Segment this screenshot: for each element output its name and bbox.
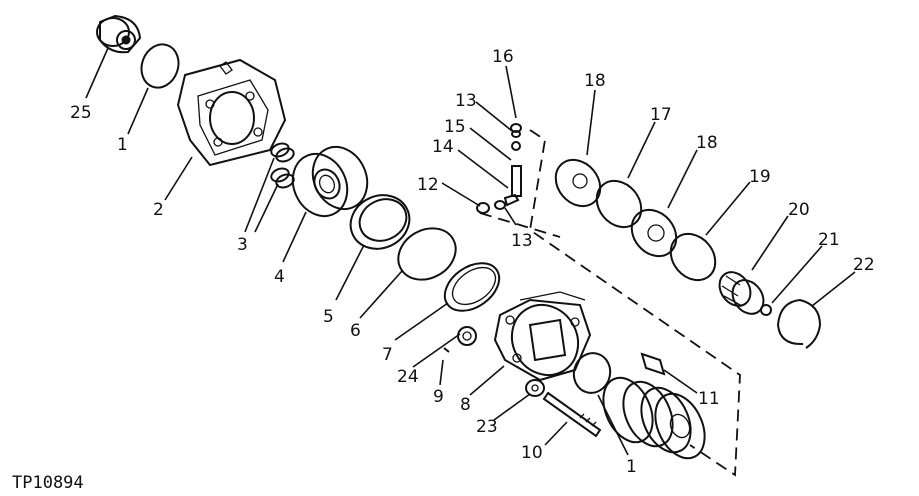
part-4-bearing bbox=[291, 145, 369, 218]
part-1-o-ring-upper bbox=[140, 43, 180, 89]
part-16-cap bbox=[510, 123, 522, 151]
callout-5: 5 bbox=[323, 307, 334, 327]
callout-25: 25 bbox=[70, 103, 92, 123]
leader-lines bbox=[85, 47, 856, 456]
part-18-splined-plate-a bbox=[554, 158, 602, 208]
part-7-ring bbox=[443, 262, 501, 312]
callout-6: 6 bbox=[350, 321, 361, 341]
callout-10: 10 bbox=[521, 443, 543, 463]
reference-number: TP10894 bbox=[12, 473, 84, 493]
callout-1-lower: 1 bbox=[626, 457, 637, 477]
part-5-seal bbox=[349, 194, 411, 250]
part-25-bushing bbox=[96, 14, 142, 54]
callout-11: 11 bbox=[698, 389, 720, 409]
callout-14: 14 bbox=[432, 137, 454, 157]
callout-18-b: 18 bbox=[696, 133, 718, 153]
callout-13-lower: 13 bbox=[511, 231, 533, 251]
callout-20: 20 bbox=[788, 200, 810, 220]
callout-13-upper: 13 bbox=[455, 91, 477, 111]
part-19-disc bbox=[669, 232, 717, 282]
part-10-bolt bbox=[542, 391, 602, 438]
callout-12: 12 bbox=[417, 175, 439, 195]
part-20-splined-gear bbox=[718, 271, 765, 315]
callout-24: 24 bbox=[397, 367, 419, 387]
callout-17: 17 bbox=[650, 105, 672, 125]
callout-21: 21 bbox=[818, 230, 840, 250]
part-18-splined-plate-b bbox=[630, 208, 678, 258]
part-15-tube bbox=[511, 165, 522, 197]
part-3-springs bbox=[270, 142, 295, 189]
part-8-valve-body bbox=[493, 291, 592, 382]
callout-23: 23 bbox=[476, 417, 498, 437]
part-1-o-ring-lower bbox=[572, 352, 612, 394]
part-21-ring bbox=[760, 304, 772, 316]
callout-3: 3 bbox=[237, 235, 248, 255]
part-11-screw bbox=[640, 352, 666, 376]
callout-8: 8 bbox=[460, 395, 471, 415]
part-23-washer bbox=[525, 379, 545, 397]
callout-19: 19 bbox=[749, 167, 771, 187]
part-17-plate bbox=[595, 179, 643, 229]
callout-1-upper: 1 bbox=[117, 135, 128, 155]
callout-16: 16 bbox=[492, 47, 514, 67]
callout-15: 15 bbox=[444, 117, 466, 137]
part-22-snap-ring bbox=[776, 298, 822, 349]
part-9-pin bbox=[443, 347, 450, 353]
callout-18-a: 18 bbox=[584, 71, 606, 91]
callout-22: 22 bbox=[853, 255, 875, 275]
callout-9: 9 bbox=[433, 387, 444, 407]
callout-2: 2 bbox=[153, 200, 164, 220]
callout-4: 4 bbox=[274, 267, 285, 287]
part-gerotor-stack bbox=[602, 376, 706, 460]
callout-7: 7 bbox=[382, 345, 393, 365]
part-6-o-ring bbox=[397, 227, 457, 281]
part-24-nut bbox=[457, 326, 477, 346]
part-2-housing bbox=[176, 58, 287, 167]
assembly-guide-lines bbox=[479, 129, 741, 477]
